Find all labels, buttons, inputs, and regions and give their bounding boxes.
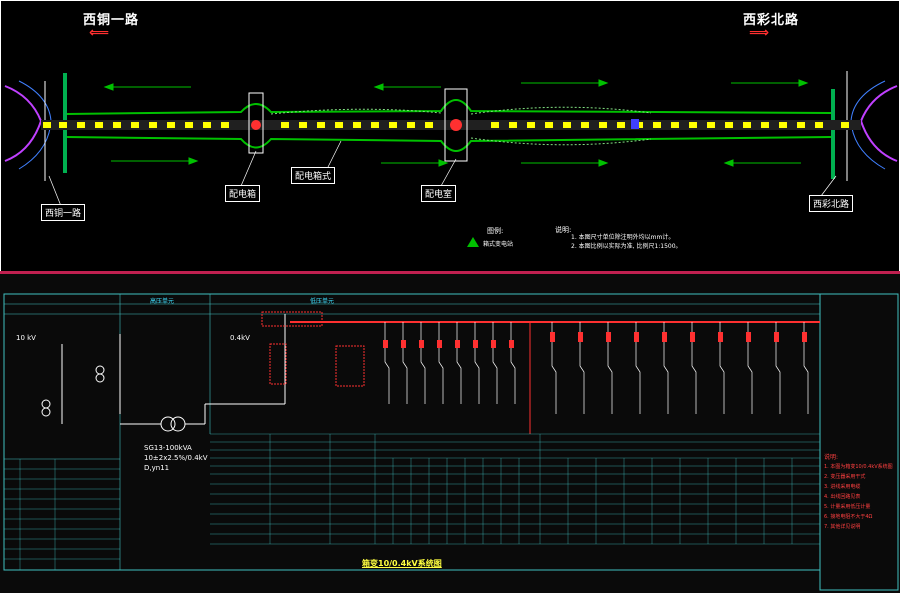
schematic-notes-title: 说明: <box>824 454 839 461</box>
hv-voltage-label: 10 kV <box>16 334 36 342</box>
schematic-panel: 高压单元 低压单元 10 kV 0.4kV SG13-100kVA 10±2x2… <box>0 274 900 593</box>
node-label-3: 配电箱式 <box>291 167 336 184</box>
schematic-note-6: 6. 接地电阻不大于4Ω <box>824 514 873 520</box>
arrow-left-icon: ⟸ <box>89 25 110 41</box>
schematic-note-7: 7. 其他详见说明 <box>824 524 861 530</box>
transformer-ratio: 10±2x2.5%/0.4kV <box>144 454 208 462</box>
lv-voltage-label: 0.4kV <box>230 334 250 342</box>
transformer-model: SG13-100kVA <box>144 444 192 452</box>
road-name-left: 西铜一路 <box>83 13 140 28</box>
road-plan-panel: 西铜一路 ⟸ 西彩北路 ⟹ <box>0 0 900 272</box>
panel-divider <box>0 271 900 274</box>
road-name-right: 西彩北路 <box>743 13 800 28</box>
schematic-drawing <box>3 293 899 591</box>
plan-notes-title: 说明: <box>555 226 572 234</box>
schematic-title: 箱变10/0.4kV系统图 <box>362 559 442 568</box>
arrow-right-icon: ⟹ <box>749 25 770 41</box>
road-plan-drawing <box>4 71 898 247</box>
transformer-group: D,yn11 <box>144 464 170 472</box>
node-label-5: 西彩北路 <box>809 195 854 212</box>
schematic-note-5: 5. 计量采用低压计量 <box>824 504 871 510</box>
schematic-note-1: 1. 本图为箱变10/0.4kV系统图 <box>824 464 893 470</box>
node-label-2: 配电箱 <box>225 185 261 202</box>
schematic-note-3: 3. 进线采用电缆 <box>824 484 861 490</box>
legend-item: 箱式变电站 <box>483 241 514 248</box>
node-label-1: 西铜一路 <box>41 204 86 221</box>
legend-label: 图例: <box>487 227 504 235</box>
node-label-4: 配电室 <box>421 185 457 202</box>
schematic-note-2: 2. 变压器采用干式 <box>824 474 866 480</box>
plan-note-2: 2. 本图比例以实际为准, 比例尺1:1500。 <box>571 243 682 250</box>
lane-markings <box>43 122 849 128</box>
plan-note-1: 1. 本图尺寸单位除注明外均以mm计。 <box>571 234 675 241</box>
section-hv-label: 高压单元 <box>150 298 175 305</box>
schematic-note-4: 4. 出线回路见表 <box>824 494 861 500</box>
section-lv-label: 低压单元 <box>310 298 335 305</box>
